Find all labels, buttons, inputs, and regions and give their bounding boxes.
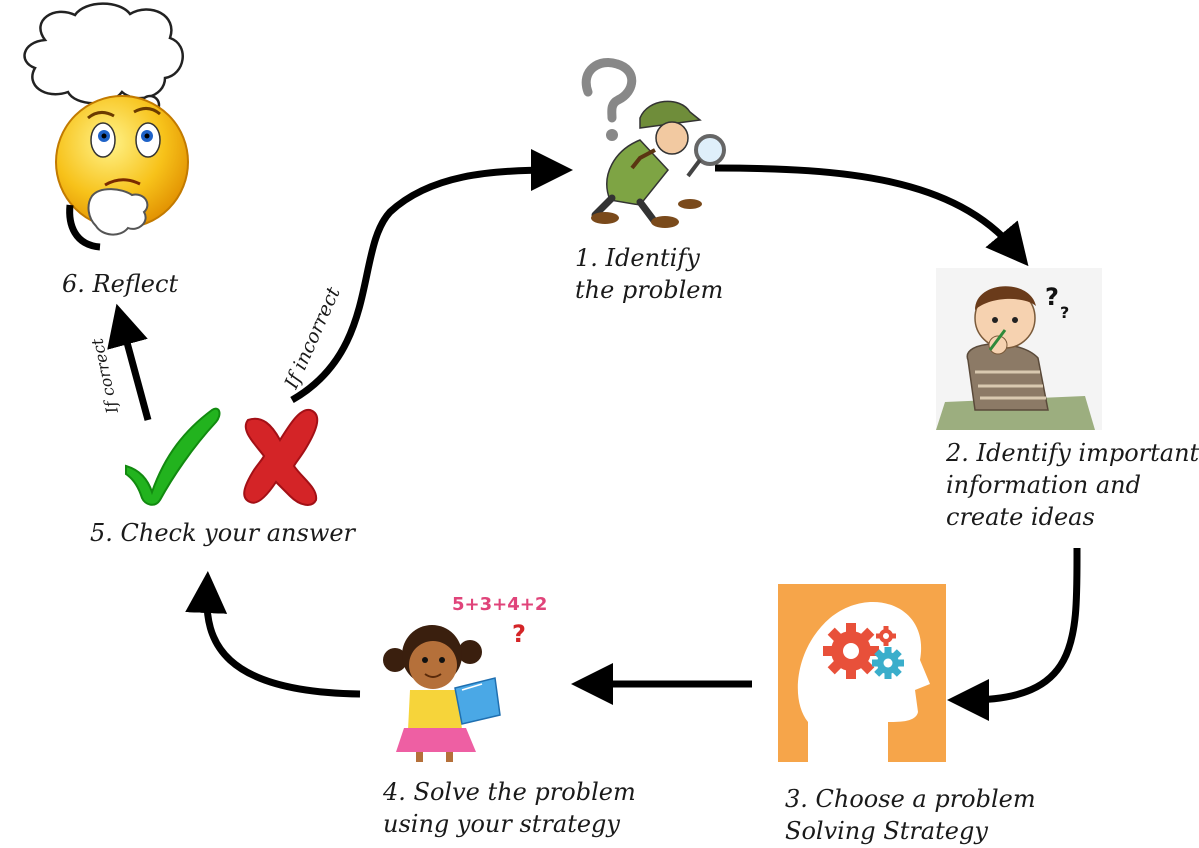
arrow-if-correct-to-reflect [107,303,152,421]
step-4-label-line2: using your strategy [383,810,620,838]
math-question-text: ? [512,620,526,648]
arrow-if-incorrect-to-identify [290,149,573,404]
step-6-label: 6. Reflect [62,270,178,298]
check-mark-icon [125,407,221,506]
step-1-label-line1: 1. Identify [575,244,700,272]
step-2-label-line2: information and [946,471,1141,499]
svg-text:?: ? [1060,303,1069,322]
math-expression-text: 5+3+4+2 [452,594,547,615]
step-5-label: 5. Check your answer [90,519,357,547]
thinking-emoji-icon [23,2,189,251]
arrow-solve-to-check [185,571,361,698]
girl-reading-icon: 5+3+4+2 ? [383,594,547,762]
step-4-label-line1: 4. Solve the problem [382,778,636,806]
svg-text:?: ? [1045,283,1059,311]
cross-mark-icon [243,408,319,506]
if-correct-label: If correct [87,336,122,416]
detective-icon [581,58,726,228]
step-2-label-line3: create ideas [946,503,1095,531]
step-3-label-line2: Solving Strategy [785,817,988,845]
head-gears-icon [778,584,946,762]
step-3-label-line1: 3. Choose a problem [785,785,1036,813]
arrow-identify-to-info [714,164,1029,267]
if-incorrect-label: If incorrect [280,283,345,392]
step-1-label-line2: the problem [575,276,723,304]
thinking-boy-icon: ? ? [936,268,1102,430]
arrow-info-to-strategy [947,547,1081,721]
step-2-label-line1: 2. Identify important [945,439,1199,467]
